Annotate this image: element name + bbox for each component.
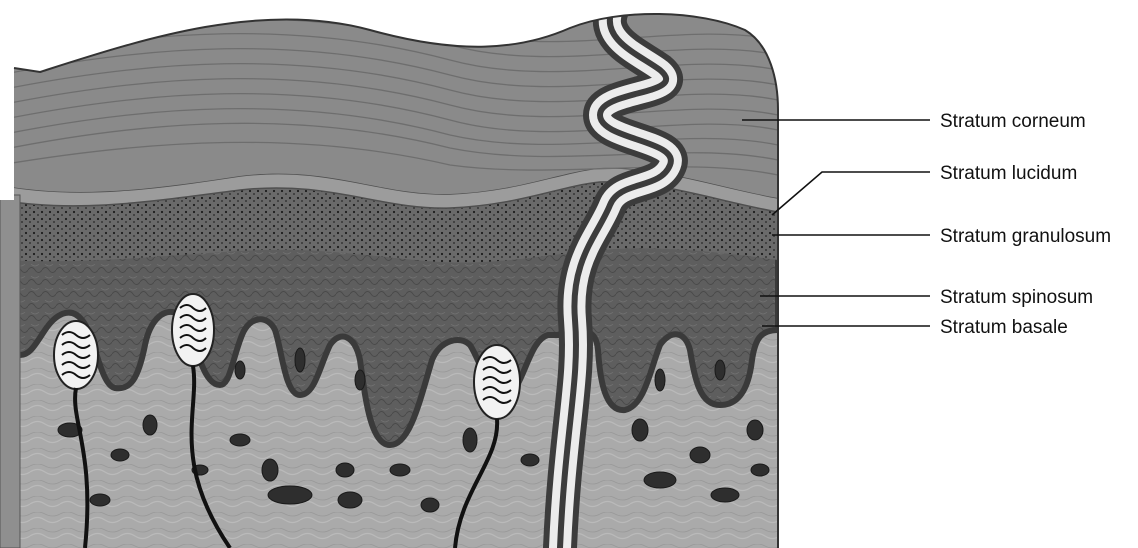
label-stratum-corneum: Stratum corneum	[940, 111, 1086, 132]
label-stratum-lucidum: Stratum lucidum	[940, 163, 1077, 184]
label-stratum-basale: Stratum basale	[940, 317, 1068, 338]
block-left-edge	[0, 195, 20, 548]
label-stratum-granulosum: Stratum granulosum	[940, 226, 1111, 247]
leader-lucidum	[772, 172, 930, 215]
label-stratum-spinosum: Stratum spinosum	[940, 287, 1093, 308]
tissue-block	[0, 0, 778, 548]
